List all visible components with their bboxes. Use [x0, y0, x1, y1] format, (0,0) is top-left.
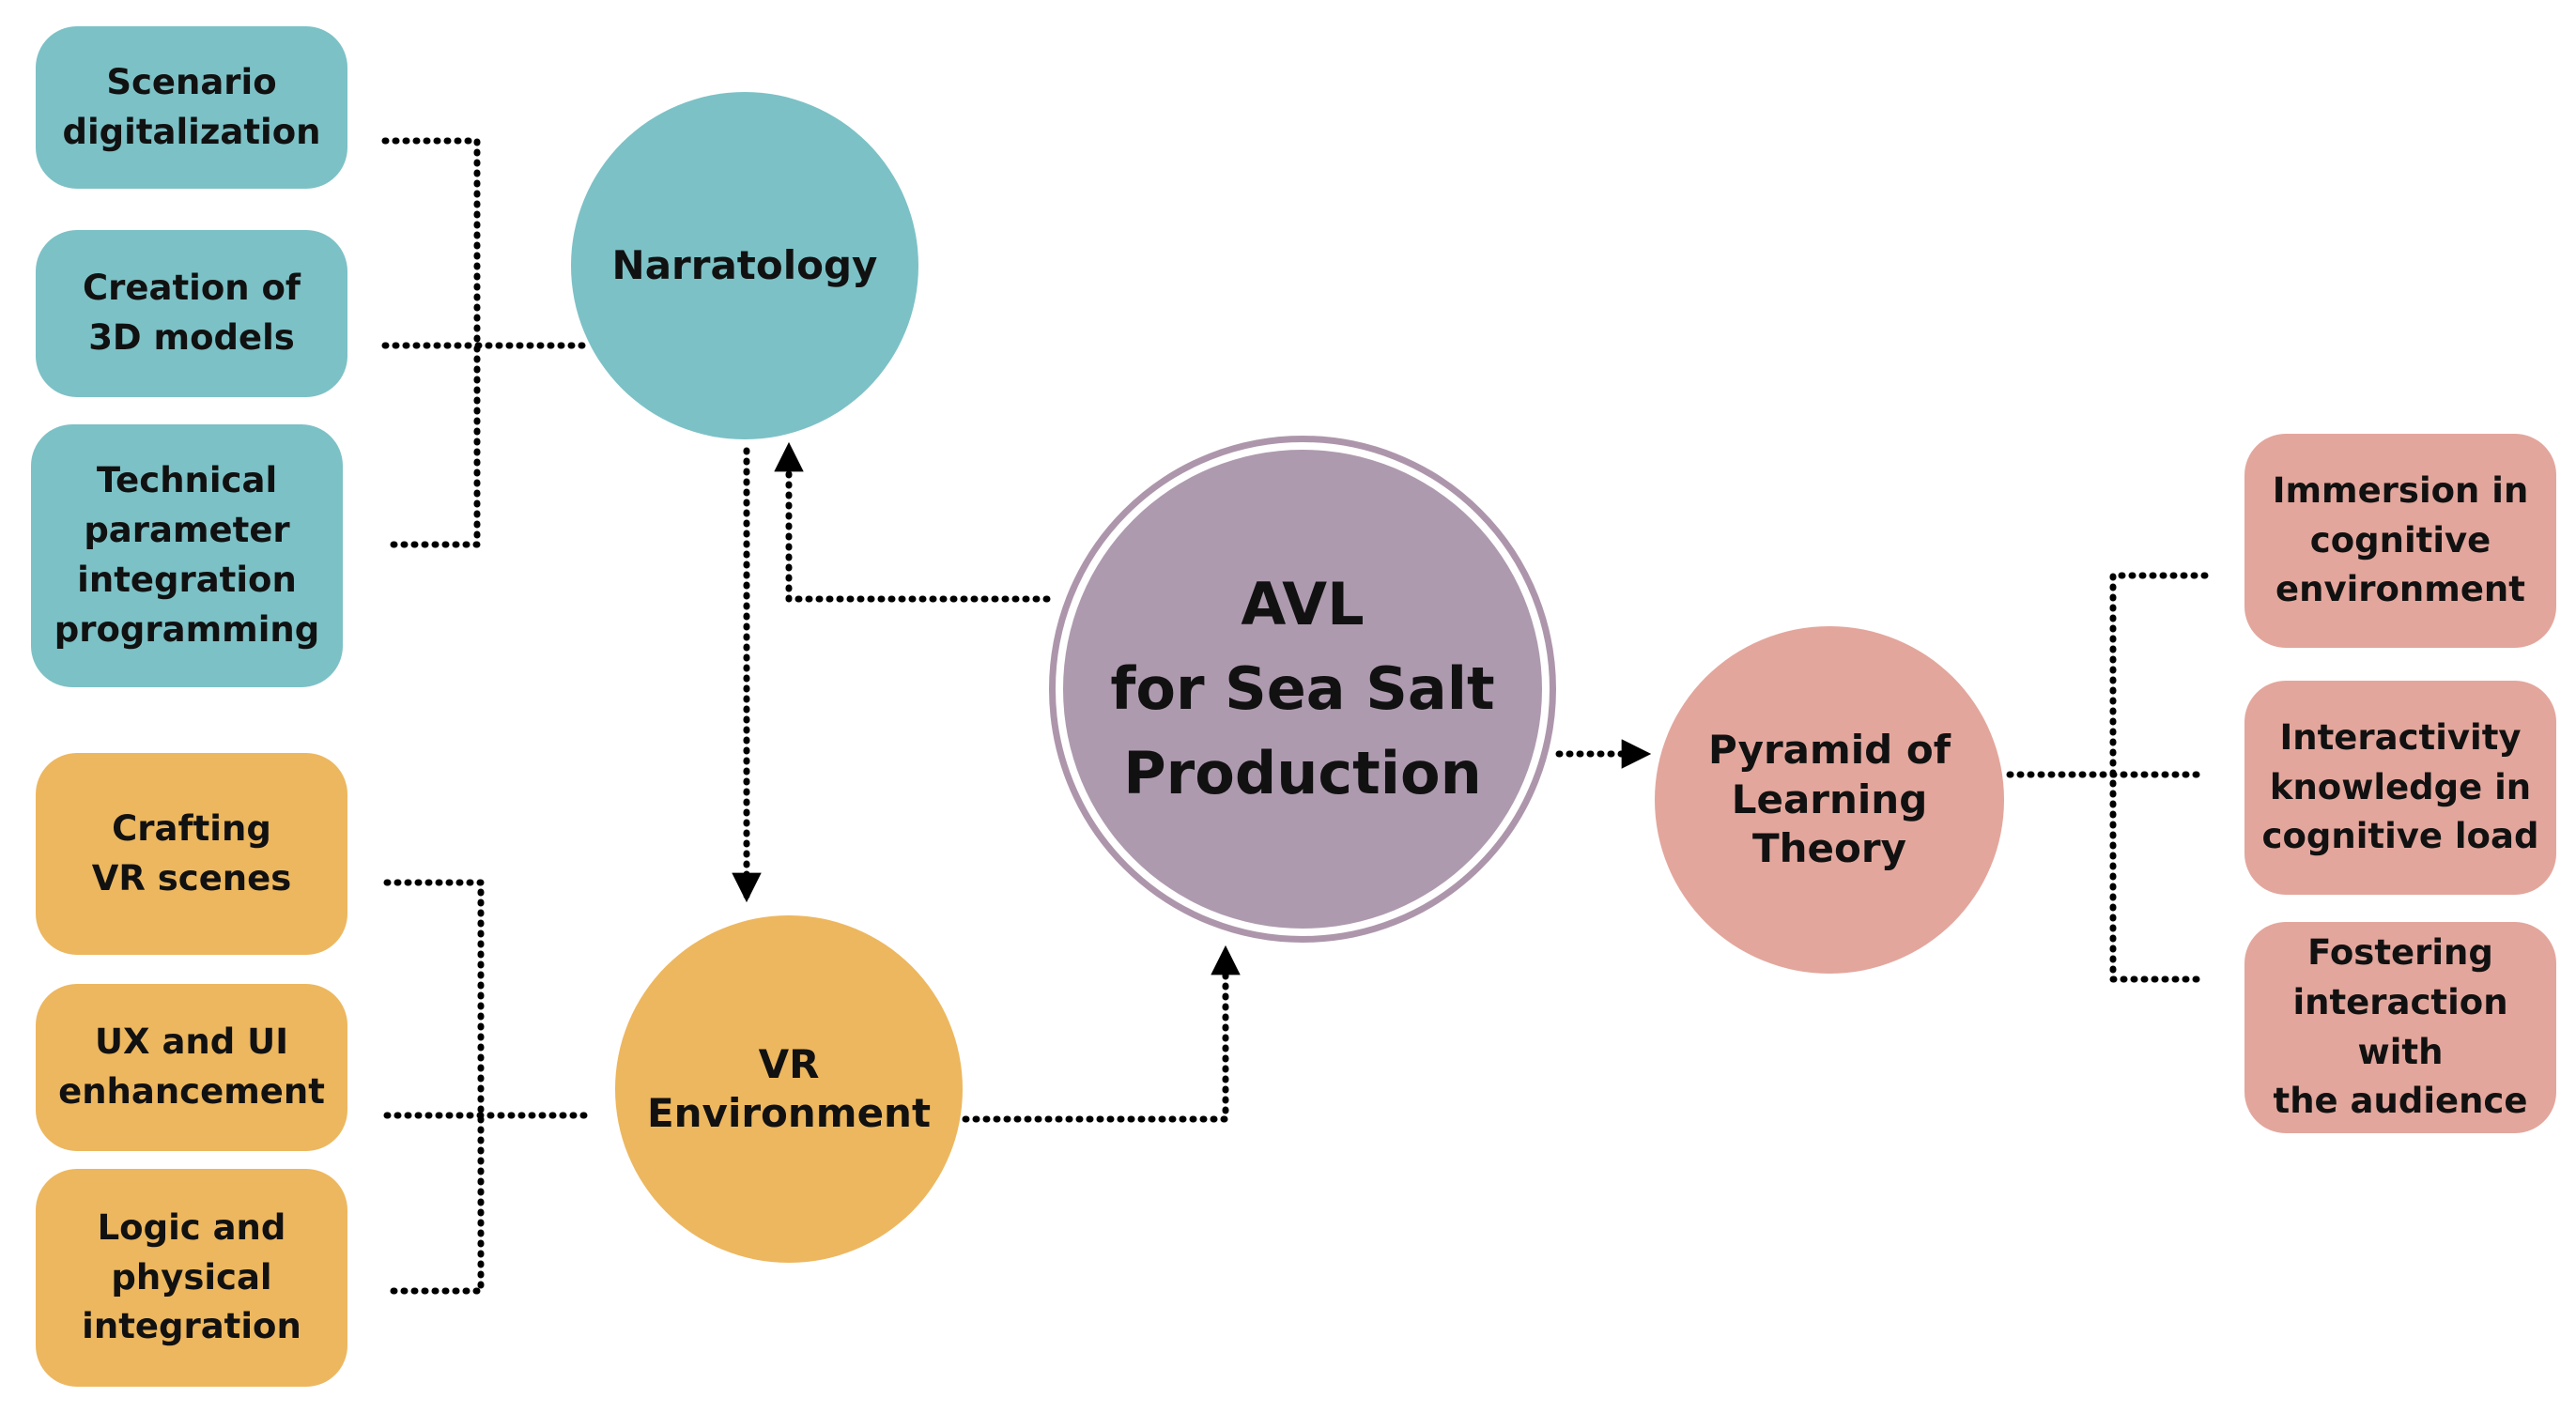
pyramid-node-label: Pyramid of Learning Theory — [1708, 727, 1951, 872]
pyramid-node: Pyramid of Learning Theory — [1655, 626, 2004, 974]
pyramid-item-2: Interactivity knowledge in cognitive loa… — [2244, 681, 2556, 895]
narratology-item-3: Technical parameter integration programm… — [31, 424, 343, 687]
narratology-item-1: Scenario digitalization — [36, 26, 347, 189]
avl-center-label: AVL for Sea Salt Production — [1110, 570, 1495, 807]
vr-environment-node: VR Environment — [615, 915, 963, 1263]
vr-environment-node-label: VR Environment — [646, 1040, 932, 1137]
pyramid-item-2-label: Interactivity knowledge in cognitive loa… — [2261, 716, 2539, 857]
vr-connector-1 — [383, 879, 485, 1295]
vr-item-3: Logic and physical integration — [36, 1169, 347, 1387]
pyramid-item-3-label: Fostering interaction with the audience — [2273, 931, 2528, 1122]
pyramid-connector-1 — [2109, 572, 2209, 983]
pyramid-item-1: Immersion in cognitive environment — [2244, 434, 2556, 648]
vr-item-1-label: Crafting VR scenes — [91, 807, 292, 898]
vr-item-2-label: UX and UI enhancement — [58, 1021, 325, 1112]
pyramid-item-1-label: Immersion in cognitive environment — [2272, 469, 2529, 610]
narratology-item-2-label: Creation of 3D models — [83, 268, 301, 358]
arrow-vr-to-avl — [962, 945, 1241, 1123]
narratology-connector-1 — [381, 137, 481, 548]
narratology-item-1-label: Scenario digitalization — [62, 61, 321, 152]
vr-item-1: Crafting VR scenes — [36, 753, 347, 955]
narratology-node: Narratology — [571, 92, 918, 439]
narratology-item-2: Creation of 3D models — [36, 230, 347, 397]
narratology-item-3-label: Technical parameter integration programm… — [54, 460, 320, 650]
vr-item-3-label: Logic and physical integration — [82, 1206, 301, 1347]
arrow-avl-to-narratology — [774, 441, 1051, 603]
vr-item-2: UX and UI enhancement — [36, 984, 347, 1151]
pyramid-item-3: Fostering interaction with the audience — [2244, 922, 2556, 1133]
avl-center-node: AVL for Sea Salt Production — [1063, 450, 1542, 929]
narratology-node-label: Narratology — [611, 241, 878, 288]
